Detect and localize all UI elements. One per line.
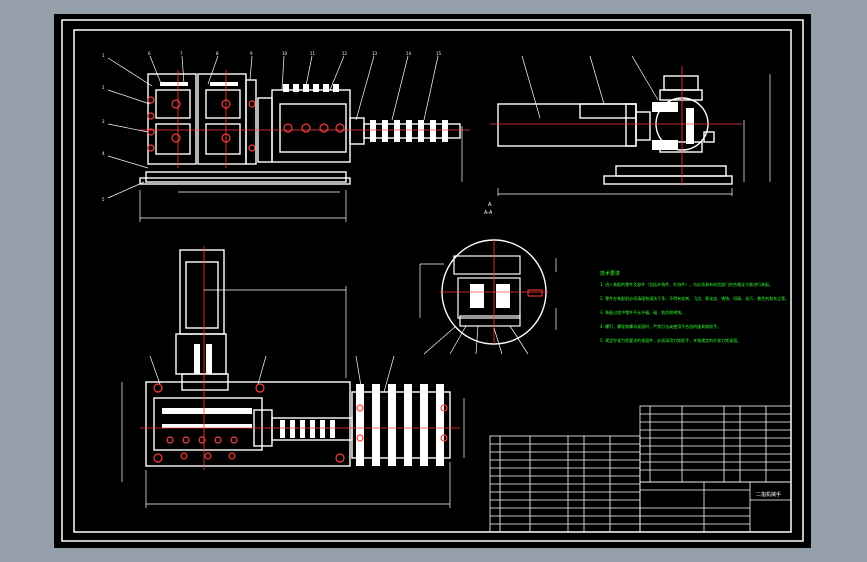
svg-text:15: 15 (436, 51, 442, 56)
parts-list-right (639, 405, 792, 483)
svg-text:2: 2 (102, 85, 105, 90)
svg-text:7: 7 (180, 51, 183, 56)
top-view (145, 249, 451, 467)
svg-text:6: 6 (148, 51, 151, 56)
front-view-details (160, 82, 448, 142)
side-view-leaders (521, 55, 659, 119)
front-view-dimensions (139, 126, 463, 222)
side-view-centerlines (490, 66, 742, 186)
svg-text:9: 9 (250, 51, 253, 56)
front-view-fasteners (147, 96, 345, 152)
tech-note-3: 3. 装配过程中零件不允许磕、碰、划伤和锈蚀。 (600, 309, 685, 315)
top-view-fasteners (153, 383, 448, 463)
top-view-dimensions (121, 286, 465, 508)
title-block (639, 481, 792, 533)
top-view-leaders (149, 355, 395, 393)
svg-text:8: 8 (216, 51, 219, 56)
svg-text:10: 10 (282, 51, 288, 56)
detail-view (419, 239, 557, 355)
tech-note-5: 5. 规定拧紧力矩要求的紧固件，必须采用力矩扳手，并按规定的拧紧力矩紧固。 (600, 337, 741, 343)
svg-text:4: 4 (102, 151, 105, 156)
svg-text:14: 14 (406, 51, 412, 56)
tech-note-1: 1. 进入装配的零件及部件（包括外购件、外协件），均必须具有检验部门的合格证方能… (600, 281, 773, 287)
section-label: A (488, 202, 492, 208)
svg-text:3: 3 (102, 119, 105, 124)
tech-notes-title: 技术要求 (600, 270, 620, 277)
tech-note-2: 2. 零件在装配前必须清理和清洗干净，不得有毛刺、飞边、氧化皮、锈蚀、切屑、油污… (600, 295, 789, 301)
title-block-name: 二指机械手 (756, 491, 781, 498)
svg-text:12: 12 (342, 51, 348, 56)
svg-text:13: 13 (372, 51, 378, 56)
svg-text:11: 11 (310, 51, 316, 56)
sheet-inner-border (73, 29, 792, 533)
section-view-label: A-A (484, 210, 493, 216)
svg-text:5: 5 (102, 197, 105, 202)
side-view-dimensions (497, 74, 771, 196)
side-view (497, 75, 733, 185)
top-view-fill (162, 344, 444, 466)
svg-text:1: 1 (102, 53, 105, 58)
top-view-centerlines (140, 246, 460, 470)
side-view-fill (652, 102, 694, 150)
tech-note-4: 4. 螺钉、螺栓和螺母紧固时，严禁打击或使用不合适的旋具和扳手。 (600, 323, 721, 329)
front-view-leaders (107, 55, 439, 199)
parts-list-left (489, 435, 641, 533)
sheet-outer-border (61, 19, 804, 542)
front-view-centerlines (140, 70, 470, 168)
